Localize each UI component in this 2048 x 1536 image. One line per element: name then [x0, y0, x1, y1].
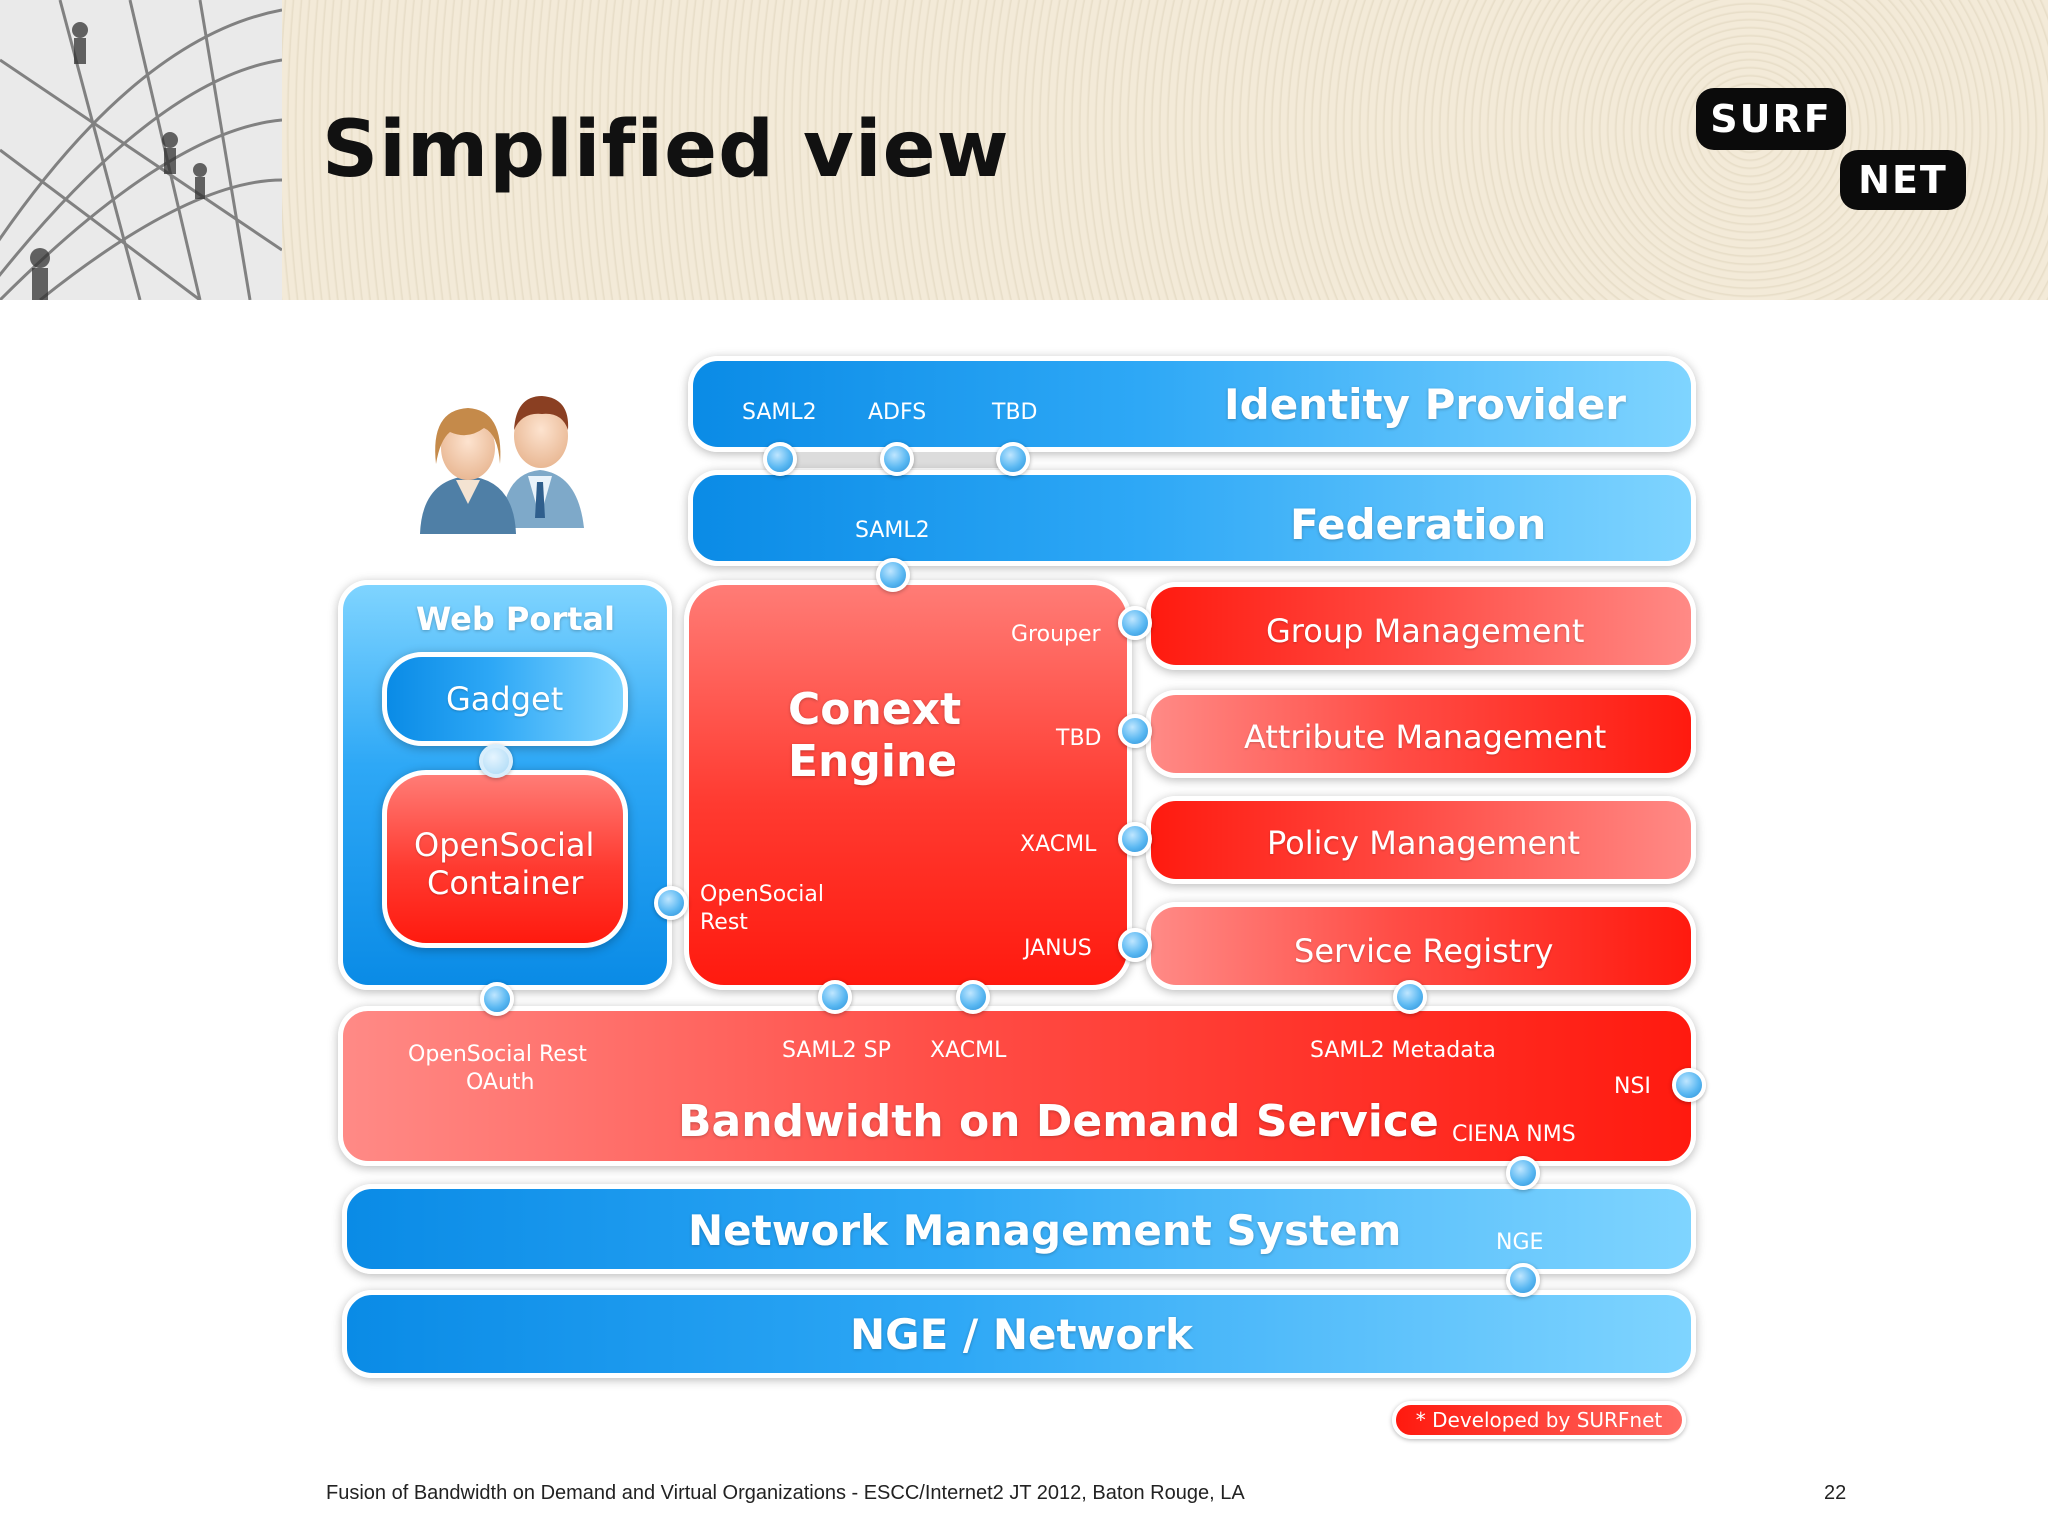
- logo-net: NET: [1840, 150, 1966, 210]
- conext-port-tbd: TBD: [1056, 726, 1102, 751]
- federation-title: Federation: [1290, 500, 1547, 549]
- connector-bod-nsi: [1672, 1068, 1706, 1102]
- nge-network-bar: [342, 1290, 1696, 1378]
- users-icon: [420, 396, 584, 534]
- attribute-management-bar: [1146, 690, 1696, 778]
- group-management-label: Group Management: [1266, 612, 1585, 650]
- connector-gadget-container: [479, 744, 513, 778]
- slide-footer: Fusion of Bandwidth on Demand and Virtua…: [326, 1482, 1245, 1504]
- idp-port-adfs: ADFS: [868, 400, 927, 425]
- opensocial-container-line2: Container: [427, 864, 584, 902]
- bod-port-saml2-sp: SAML2 SP: [782, 1038, 891, 1063]
- federation-port-saml2: SAML2: [855, 518, 930, 543]
- conext-port-grouper: Grouper: [1011, 622, 1101, 647]
- connector-portal-bod: [480, 982, 514, 1016]
- bod-port-opensocial-line1: OpenSocial Rest: [408, 1042, 587, 1067]
- conext-engine-box: [684, 580, 1132, 990]
- connector-policy: [1118, 822, 1152, 856]
- bandwidth-on-demand-bar: [338, 1006, 1696, 1166]
- connector-conext-bod-saml2: [818, 980, 852, 1014]
- connector-registry-bod: [1393, 980, 1427, 1014]
- gadget-label: Gadget: [446, 680, 564, 718]
- federation-bar: [688, 470, 1696, 566]
- service-registry-label: Service Registry: [1294, 932, 1554, 970]
- connector-idp-tbd: [996, 442, 1030, 476]
- developed-by-note: * Developed by SURFnet: [1392, 1401, 1686, 1439]
- header-photo: [0, 0, 282, 300]
- bod-port-nsi: NSI: [1614, 1074, 1651, 1099]
- bod-port-saml2-metadata: SAML2 Metadata: [1310, 1038, 1496, 1063]
- page-title: Simplified view: [322, 105, 1010, 195]
- connector-conext-bod-xacml: [956, 980, 990, 1014]
- identity-provider-bar: [688, 356, 1696, 452]
- logo-surf: SURF: [1696, 88, 1846, 150]
- header-photo-graphic: [0, 0, 282, 300]
- bod-port-opensocial-line2: OAuth: [466, 1070, 535, 1095]
- conext-port-opensocial-line2: Rest: [700, 910, 748, 935]
- gadget-box: [382, 652, 628, 746]
- conext-port-xacml: XACML: [1020, 832, 1097, 857]
- slide-header: Simplified view SURF NET: [0, 0, 2048, 300]
- conext-engine-title-line2: Engine: [788, 736, 958, 787]
- conext-port-opensocial-line1: OpenSocial: [700, 882, 824, 907]
- surfnet-logo: SURF NET: [1690, 84, 1970, 214]
- connector-idp-adfs: [880, 442, 914, 476]
- connector-federation-conext: [876, 558, 910, 592]
- web-portal-title: Web Portal: [416, 600, 615, 638]
- connector-idp-saml2: [763, 442, 797, 476]
- nms-port-nge: NGE: [1496, 1230, 1544, 1255]
- page-number: 22: [1824, 1482, 1847, 1504]
- attribute-management-label: Attribute Management: [1244, 718, 1607, 756]
- opensocial-container-line1: OpenSocial: [414, 826, 595, 864]
- bandwidth-on-demand-title: Bandwidth on Demand Service: [678, 1096, 1439, 1147]
- connector-registry: [1118, 928, 1152, 962]
- connector-nms-network: [1506, 1263, 1540, 1297]
- network-management-system-title: Network Management System: [688, 1206, 1402, 1255]
- connector-bod-nms: [1506, 1156, 1540, 1190]
- group-management-bar: [1146, 582, 1696, 670]
- idp-port-saml2: SAML2: [742, 400, 817, 425]
- connector-grouper: [1118, 606, 1152, 640]
- conext-port-janus: JANUS: [1024, 936, 1092, 961]
- network-management-system-bar: [342, 1184, 1696, 1274]
- policy-management-label: Policy Management: [1267, 824, 1581, 862]
- identity-provider-title: Identity Provider: [1224, 380, 1627, 429]
- nge-network-title: NGE / Network: [850, 1310, 1193, 1359]
- idp-port-tbd: TBD: [992, 400, 1038, 425]
- bod-port-xacml: XACML: [930, 1038, 1007, 1063]
- bod-port-ciena-nms: CIENA NMS: [1452, 1122, 1576, 1147]
- connector-attribute: [1118, 714, 1152, 748]
- conext-engine-title-line1: Conext: [788, 684, 962, 735]
- policy-management-bar: [1146, 796, 1696, 884]
- connector-portal-conext: [654, 886, 688, 920]
